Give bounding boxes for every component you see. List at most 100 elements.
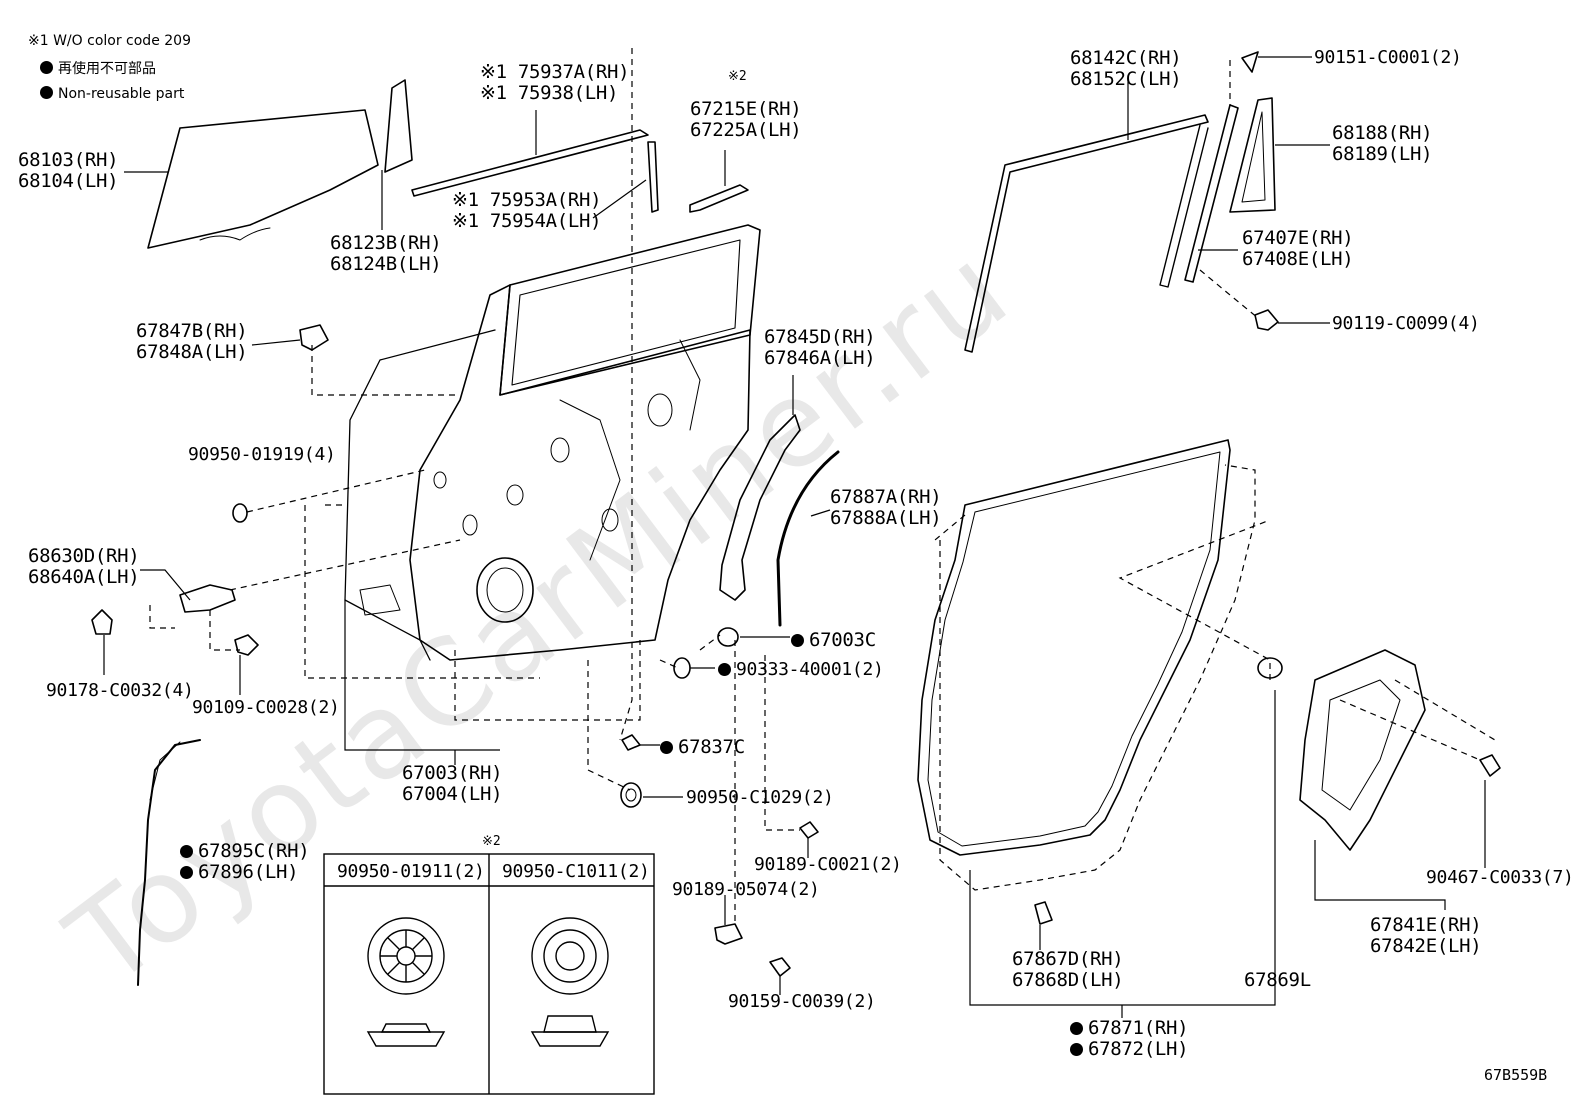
part-label: 67842E(LH) xyxy=(1370,935,1482,957)
part-number: 67872(LH) xyxy=(1088,1038,1189,1060)
part-label: 67841E(RH) xyxy=(1370,914,1482,936)
inset-right-label: 90950-C1011(2) xyxy=(502,861,650,882)
part-number: 90333-40001(2) xyxy=(736,659,884,680)
non-reusable-dot-icon xyxy=(40,86,53,99)
weatherstrip-arc xyxy=(776,450,840,627)
pillar-garnish xyxy=(647,141,659,213)
part-label: 90467-C0033(7) xyxy=(1426,867,1574,888)
part-number: 67895C(RH) xyxy=(198,840,310,862)
part-label-nonreusable: 90333-40001(2) xyxy=(718,661,884,679)
screw-part-2 xyxy=(769,957,791,977)
part-label: 67867D(RH) xyxy=(1012,948,1124,970)
part-label: 67846A(LH) xyxy=(764,347,876,369)
part-label-nonreusable: 67895C(RH) xyxy=(180,840,310,862)
part-label: 90159-C0039(2) xyxy=(728,991,876,1012)
diagram-code: 67B559B xyxy=(1484,1066,1548,1084)
part-label: 67845D(RH) xyxy=(764,326,876,348)
part-label: 90950-01919(4) xyxy=(188,444,336,465)
part-label: 67888A(LH) xyxy=(830,507,942,529)
non-reusable-dot-icon xyxy=(791,634,804,647)
part-number: 67871(RH) xyxy=(1088,1017,1189,1039)
note-mark: ※2 xyxy=(728,69,747,84)
hinge-part xyxy=(179,584,236,613)
part-label: 68142C(RH) xyxy=(1070,47,1182,69)
part-number: 67837C xyxy=(678,736,745,758)
part-label: ※1 75954A(LH) xyxy=(452,210,602,232)
part-label: 68104(LH) xyxy=(18,170,119,192)
legend-jp-text: 再使用不可部品 xyxy=(58,61,156,77)
bracket-part xyxy=(689,184,749,213)
speaker-hole xyxy=(476,557,534,623)
check-part xyxy=(299,324,329,351)
glass-run-channel xyxy=(964,114,1209,353)
part-label: ※1 75938(LH) xyxy=(480,82,619,104)
grommet-part xyxy=(620,782,642,808)
door-weatherstrip-side xyxy=(719,414,801,601)
part-label: 68630D(RH) xyxy=(28,545,140,567)
part-label: ※1 75937A(RH) xyxy=(480,61,630,83)
clip-part-2 xyxy=(1034,901,1053,925)
part-label: 67848A(LH) xyxy=(136,341,248,363)
part-label: 67215E(RH) xyxy=(690,98,802,120)
part-label: 67408E(LH) xyxy=(1242,248,1354,270)
door-opening-weatherstrip xyxy=(917,439,1231,856)
part-label: 68188(RH) xyxy=(1332,122,1433,144)
screw-part xyxy=(799,821,819,839)
part-label: 67868D(LH) xyxy=(1012,969,1124,991)
part-label: 67407E(RH) xyxy=(1242,227,1354,249)
nut-part-2 xyxy=(1479,754,1501,777)
non-reusable-dot-icon xyxy=(40,61,53,74)
plug-ring xyxy=(673,657,691,679)
part-label: 90178-C0032(4) xyxy=(46,680,194,701)
belt-moulding xyxy=(411,129,649,197)
inset-mark: ※2 xyxy=(482,834,501,849)
door-glass xyxy=(147,109,379,249)
part-label-nonreusable: 67837C xyxy=(660,738,745,757)
part-label: 68124B(LH) xyxy=(330,253,442,275)
legend-jp: 再使用不可部品 xyxy=(40,61,156,76)
wire-harness xyxy=(137,739,201,986)
part-label: 67003(RH) xyxy=(402,762,503,784)
quarter-glass xyxy=(384,79,413,173)
bolt-part-2 xyxy=(234,634,259,656)
part-label: 90189-05074(2) xyxy=(672,879,820,900)
door-inner-panel xyxy=(409,284,751,661)
non-reusable-dot-icon xyxy=(1070,1022,1083,1035)
inset-left-label: 90950-01911(2) xyxy=(337,861,485,882)
part-label: 67869L xyxy=(1244,969,1311,991)
part-label: 67847B(RH) xyxy=(136,320,248,342)
part-label: ※1 75953A(RH) xyxy=(452,189,602,211)
door-frame xyxy=(499,224,761,396)
legend-note: ※1 W/O color code 209 xyxy=(28,33,191,49)
part-number: 67003C xyxy=(809,629,876,651)
window-regulator xyxy=(1299,649,1426,851)
nut-part xyxy=(714,923,743,945)
part-label: 90950-C1029(2) xyxy=(686,787,834,808)
part-label: 90109-C0028(2) xyxy=(192,697,340,718)
screw-part-3 xyxy=(1254,309,1279,331)
pin-part xyxy=(1241,51,1259,73)
part-label: 68103(RH) xyxy=(18,149,119,171)
non-reusable-dot-icon xyxy=(180,866,193,879)
part-label: 68189(LH) xyxy=(1332,143,1433,165)
small-clip xyxy=(621,734,641,751)
division-bar xyxy=(1184,104,1239,283)
part-label-nonreusable: 67871(RH) xyxy=(1070,1017,1189,1039)
non-reusable-dot-icon xyxy=(1070,1043,1083,1056)
part-label: 68152C(LH) xyxy=(1070,68,1182,90)
part-label: 67004(LH) xyxy=(402,783,503,805)
legend-en-text: Non-reusable part xyxy=(58,86,185,102)
quarter-window-seal xyxy=(1229,97,1276,213)
part-label: 68123B(RH) xyxy=(330,232,442,254)
part-label-nonreusable: 67896(LH) xyxy=(180,861,299,883)
part-label: 90189-C0021(2) xyxy=(754,854,902,875)
part-number: 67896(LH) xyxy=(198,861,299,883)
grommet-ring xyxy=(232,503,248,523)
non-reusable-dot-icon xyxy=(718,663,731,676)
part-label-nonreusable: 67003C xyxy=(791,631,876,650)
part-label: 90119-C0099(4) xyxy=(1332,313,1480,334)
part-label: 90151-C0001(2) xyxy=(1314,47,1462,68)
part-label-nonreusable: 67872(LH) xyxy=(1070,1038,1189,1060)
